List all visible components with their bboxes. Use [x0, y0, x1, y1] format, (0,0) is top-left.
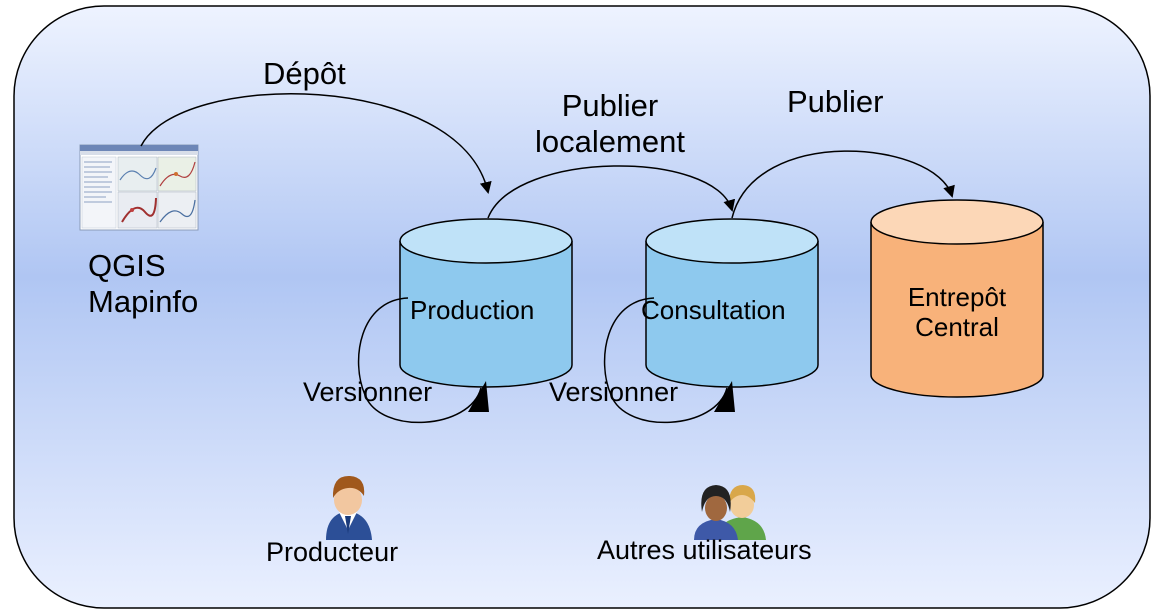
client-label-line1: QGIS	[88, 248, 166, 283]
entrepot-central-line2: Central	[915, 311, 999, 342]
publier-localement-line2: localement	[535, 123, 685, 159]
autres-utilisateurs-label: Autres utilisateurs	[597, 535, 812, 565]
diagram-background	[13, 5, 1151, 609]
versionner-loop-consultation	[603, 297, 728, 424]
publier-arrow	[731, 150, 955, 219]
production-database	[399, 218, 573, 388]
producteur-label: Producteur	[266, 537, 399, 567]
consultation-label: Consultation	[641, 295, 786, 325]
publier-localement-label: Publier localement	[515, 88, 705, 159]
publier-localement-arrow	[487, 165, 736, 219]
entrepot-central-label: Entrepôt Central	[871, 282, 1043, 343]
versionner-label-1: Versionner	[303, 377, 433, 407]
depot-label: Dépôt	[263, 56, 346, 91]
map-application-screenshot-icon	[79, 144, 199, 231]
users-group-icon	[694, 485, 766, 540]
consultation-database	[645, 218, 819, 388]
entrepot-central-line1: Entrepôt	[907, 282, 1007, 312]
versionner-label-2: Versionner	[549, 377, 679, 407]
versionner-arrowhead-consultation	[714, 381, 735, 412]
production-label: Production	[410, 295, 535, 325]
versionner-arrowhead-production	[468, 381, 489, 412]
user-icon	[326, 475, 372, 540]
client-label: QGIS Mapinfo	[88, 248, 198, 319]
client-label-line2: Mapinfo	[88, 283, 199, 319]
versionner-loop-production	[357, 297, 482, 424]
publier-localement-line1: Publier	[561, 88, 659, 123]
publier-label: Publier	[787, 84, 884, 119]
entrepot-central-database	[870, 199, 1044, 398]
depot-arrow	[140, 93, 492, 194]
